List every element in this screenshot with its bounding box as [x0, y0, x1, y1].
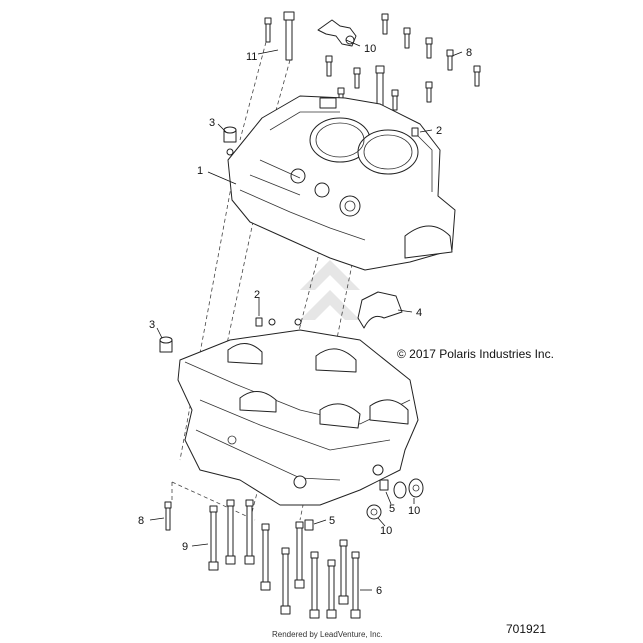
callout-8-top: 8: [466, 47, 472, 59]
callout-10-right: 10: [408, 505, 420, 517]
callout-8-bottom: 8: [138, 515, 144, 527]
lower-bolts: [164, 499, 361, 619]
top-bolts: [264, 11, 481, 111]
watermark-logo: [300, 260, 360, 320]
dowel-sleeve-3-lower: [159, 336, 173, 353]
footer-credit: Rendered by LeadVenture, Inc.: [272, 630, 383, 639]
callout-9: 9: [182, 541, 188, 553]
callout-5-right: 5: [389, 503, 395, 515]
plug-5-lower: [304, 519, 314, 531]
callout-2-upper: 2: [436, 125, 442, 137]
callout-4: 4: [416, 307, 422, 319]
callout-2-lower: 2: [254, 289, 260, 301]
callout-3-lower: 3: [149, 319, 155, 331]
lower-crankcase: [177, 318, 419, 506]
dowel-pin-2-upper: [411, 127, 419, 137]
callout-1: 1: [197, 165, 203, 177]
plug-5-right: [379, 479, 389, 491]
callout-10-lower: 10: [380, 525, 392, 537]
washer-10-right: [393, 478, 424, 499]
copyright-notice: © 2017 Polaris Industries Inc.: [397, 347, 554, 361]
bearing-cap: [357, 291, 403, 329]
callout-3-upper: 3: [209, 117, 215, 129]
callout-11: 11: [246, 51, 257, 63]
callout-labels: 11 10 8 3 2 1 2 4 3 8 9 5 5 10 10 6: [138, 43, 472, 597]
dowel-sleeve-3-upper: [223, 126, 237, 143]
dowel-pin-2-lower: [255, 317, 263, 327]
washer-10-lower: [366, 504, 382, 520]
callout-5-lower: 5: [329, 515, 335, 527]
callout-7: 10: [364, 43, 376, 55]
diagram-number: 701921: [506, 622, 547, 636]
callout-6: 6: [376, 585, 382, 597]
leader-lines: [149, 39, 463, 591]
upper-crankcase: [226, 95, 456, 271]
